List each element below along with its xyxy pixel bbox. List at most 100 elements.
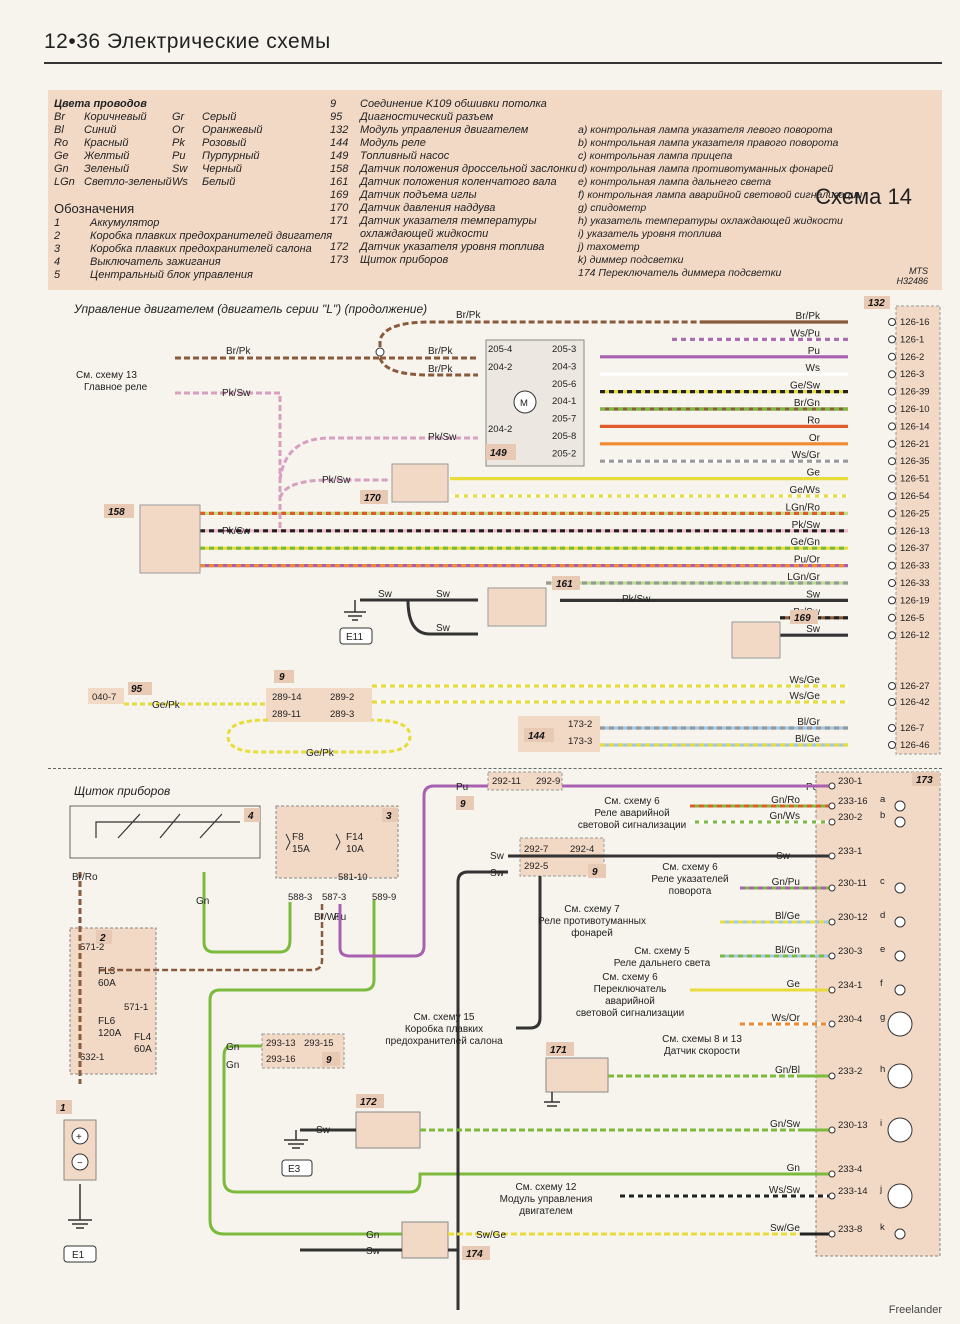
label-br-ro: Br/Ro	[72, 872, 98, 883]
wire-pk-sw-pump	[278, 436, 478, 481]
ecu-pin-terminal	[888, 474, 896, 483]
ecu-pin-label: 126-25	[900, 508, 930, 519]
cluster-pin-terminal	[828, 1230, 836, 1238]
diag-connector-95	[88, 688, 124, 704]
cluster-pin-terminal	[828, 818, 836, 826]
ecu-wire-label: Ws/Pu	[791, 328, 820, 339]
wire-gn-cluster	[208, 900, 402, 1236]
ecu-pin-terminal	[888, 335, 896, 344]
label-289-2: 289-2	[330, 692, 354, 703]
note-line: Реле аварийной	[594, 808, 669, 819]
fuse-f8-label: F8	[292, 832, 304, 843]
ecu-pin-label: 126-5	[900, 613, 924, 624]
cluster-pin-terminal	[828, 918, 836, 926]
ground-e1-icon	[68, 1184, 92, 1229]
component-text: Датчик указателя уровня топлива	[360, 241, 545, 253]
designation-text: Центральный блок управления	[90, 269, 253, 281]
label-292-11: 292-11	[492, 776, 521, 787]
designation-text: Выключатель зажигания	[90, 256, 221, 268]
ecu-132-number: 132	[868, 298, 885, 309]
ignition-contacts-icon	[95, 813, 240, 839]
indicator-row: k) диммер подсветки	[578, 254, 684, 266]
ecu-pin-terminal	[888, 509, 896, 518]
label-292-4: 292-4	[570, 844, 594, 855]
label-571-1: 571-1	[124, 1002, 148, 1013]
cluster-pin-terminal	[828, 1170, 836, 1178]
connector-9-upper	[266, 688, 372, 722]
relay-144-number: 144	[528, 731, 545, 742]
label-293-15: 293-15	[304, 1038, 334, 1049]
pump-pin-label: 204-3	[552, 361, 576, 372]
battery-plus: +	[76, 1132, 82, 1143]
label-293-13: 293-13	[266, 1038, 296, 1049]
section-engine-title: Управление двигателем (двигатель серии "…	[74, 302, 428, 316]
ecu-wire-label: Ge/Ws	[789, 485, 820, 496]
ground-e3-tag	[281, 1159, 313, 1177]
ecu-pin-label: 126-27	[900, 681, 930, 692]
label-173-2: 173-2	[568, 719, 592, 730]
ecu-pin-terminal	[888, 631, 896, 640]
cluster-indicator-letter: j	[879, 1184, 882, 1195]
ecu-wire-label: Ge	[807, 468, 821, 479]
ecu-wire-label: LGn/Gr	[787, 572, 820, 583]
cluster-pin-label: 230-4	[838, 1014, 862, 1025]
wire-color-code: Ge	[54, 150, 69, 162]
gauge-icon	[887, 1011, 913, 1037]
diag-95-tag	[128, 682, 152, 695]
ecu-wires: Br/Pk126-16Ws/Pu126-1Pu126-2Ws126-3Ge/Sw…	[200, 311, 930, 751]
wire-color-name: Синий	[84, 124, 117, 136]
wire-color-code: Or	[172, 124, 185, 136]
designations-title: Обозначения	[54, 201, 135, 216]
wire-ge-pk-loop	[226, 718, 412, 754]
indicator-row: 174 Переключатель диммера подсветки	[578, 267, 782, 279]
note-line: поворота	[669, 886, 712, 897]
wire-color-code: Bl	[54, 124, 64, 136]
fuse-icons	[285, 833, 341, 851]
ecu-pin-label: 126-10	[900, 404, 930, 415]
component-text: Топливный насос	[360, 150, 450, 162]
battery-minus-icon	[71, 1153, 89, 1171]
ecu-pin-terminal	[888, 544, 896, 553]
cluster-wire-label: Ws/Sw	[769, 1185, 801, 1196]
ecu-wire-label: Ws	[806, 363, 820, 374]
ecu-pin-label: 126-21	[900, 439, 930, 450]
note-line: предохранителей салона	[385, 1036, 503, 1047]
wire-color-name: Зеленый	[84, 163, 130, 175]
ecu-pin-terminal	[888, 613, 896, 622]
ecu-wire-label: LGn/Ro	[786, 502, 821, 513]
sensor-161-tag	[552, 576, 580, 590]
component-number: 173	[330, 254, 349, 266]
ecu-pin-label: 126-46	[900, 740, 930, 751]
ecu-pin-label: 126-3	[900, 369, 924, 380]
note-line: См. схему 6	[604, 796, 660, 807]
indicator-row: h) указатель температуры охлаждающей жид…	[578, 215, 843, 227]
sensor-171-number: 171	[550, 1045, 567, 1056]
ecu-pin-terminal	[888, 561, 896, 570]
designation-text: Коробка плавких предохранителей двигател…	[90, 230, 333, 242]
section-cluster-title: Щиток приборов	[74, 784, 171, 798]
cluster-pin-terminal	[828, 782, 836, 790]
note-line: См. схему 7	[564, 904, 620, 915]
label-292-5: 292-5	[524, 861, 548, 872]
fuse-box-2	[69, 927, 157, 1075]
ecu-pin-terminal	[888, 370, 896, 379]
ecu-wire-label: Or	[809, 433, 821, 444]
pump-pin-label: 205-6	[552, 379, 576, 390]
component-number: 95	[330, 111, 343, 123]
wire-sw-down	[456, 870, 508, 1310]
wire-color-code: Sw	[172, 163, 188, 175]
label-587-3: 587-3	[322, 892, 346, 903]
cluster-pin-terminal	[828, 1072, 836, 1080]
label-pk-sw-170: Pk/Sw	[322, 475, 351, 486]
cluster-indicator-letter: b	[880, 810, 885, 821]
cluster-pin-terminal	[828, 952, 836, 960]
label-pk-sw-in: Pk/Sw	[222, 388, 251, 399]
